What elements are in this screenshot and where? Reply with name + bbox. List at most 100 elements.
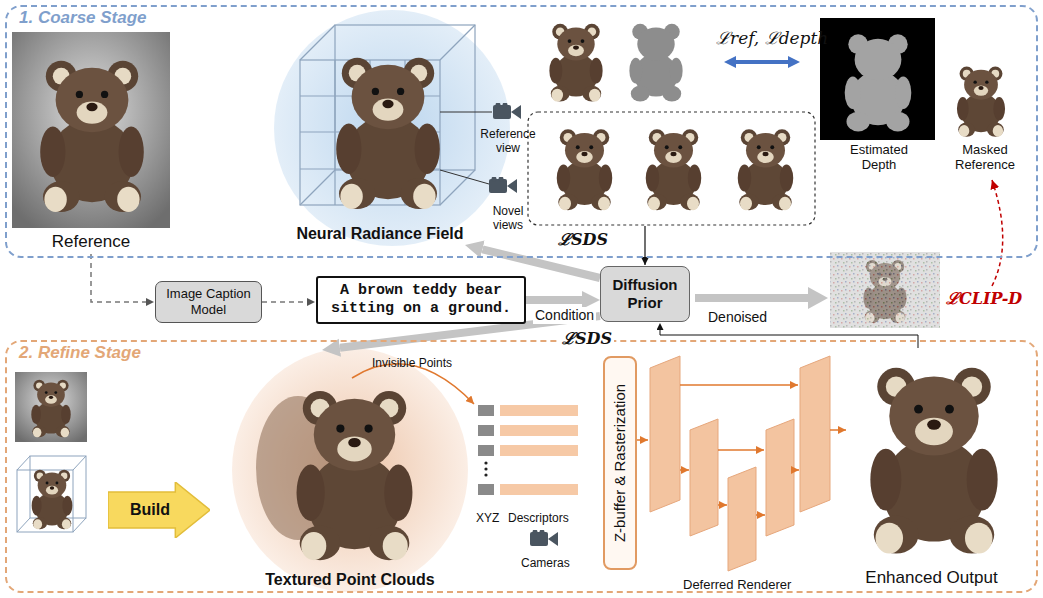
connector [262, 301, 307, 303]
column-label: Descriptors [508, 511, 569, 525]
deferred-renderer [650, 356, 830, 571]
deferred-renderer [680, 469, 689, 471]
denoised-image [830, 252, 940, 328]
view-label: Reference view [476, 127, 540, 156]
nerf-figure [440, 170, 489, 184]
novel-views [528, 112, 815, 265]
node-label: A brown teddy bear sitting on a ground. [324, 282, 518, 318]
descriptor-table [478, 405, 494, 416]
refine-inputs [17, 456, 86, 532]
nerf-figure [300, 25, 335, 60]
refine-inputs [73, 518, 86, 532]
refine-inputs [15, 372, 87, 532]
refine-inputs [17, 518, 30, 532]
nerf-figure [493, 103, 521, 120]
deferred-renderer [800, 356, 830, 512]
deferred-renderer [637, 439, 648, 441]
nerf-node: Neural Radiance Field [280, 15, 480, 245]
node-label: Estimated Depth [839, 142, 919, 173]
rendered-views [629, 24, 682, 102]
node-label: Neural Radiance Field [296, 224, 463, 243]
deferred-renderer [756, 514, 765, 516]
connector [483, 249, 601, 278]
deferred-renderer [680, 385, 846, 515]
denoised-image [808, 287, 828, 309]
descriptor-table [500, 484, 578, 495]
rendered-views [730, 60, 794, 64]
connector [660, 330, 918, 348]
depth-image [820, 18, 935, 140]
deferred-renderer [718, 504, 727, 506]
output-node: Enhanced Output [838, 348, 1025, 590]
novel-views [644, 226, 645, 265]
descriptor-table [500, 405, 578, 416]
refine-inputs [32, 470, 73, 529]
descriptor-table [500, 425, 578, 436]
depth-image [845, 34, 912, 131]
build-arrow: Build [108, 482, 210, 538]
novel-views [557, 129, 613, 210]
descriptor-table [500, 445, 578, 456]
node-label: Reference [52, 232, 130, 252]
denoised-image [695, 294, 810, 302]
deferred-renderer [650, 356, 680, 512]
connector [91, 254, 146, 302]
loss-label: ℒCLIP-D [946, 289, 1022, 308]
node-label: Build [130, 500, 170, 519]
reference-image [12, 32, 170, 228]
node-label: Z-buffer & Rasterization [611, 384, 629, 542]
annotation: Cameras [521, 556, 570, 570]
refine-inputs [15, 372, 87, 442]
edge-label: ℒSDS [556, 230, 610, 249]
depth-image [820, 18, 935, 140]
connector [526, 296, 582, 304]
deferred-renderer [718, 449, 764, 451]
node-label: Enhanced Output [865, 568, 997, 588]
component-label: Deferred Renderer [683, 577, 791, 593]
edge-label: Condition [533, 307, 596, 324]
reference-image [40, 61, 144, 212]
point-cloud-node: Textured Point Clouds [232, 350, 468, 591]
point-cloud-figure [232, 348, 474, 592]
annotation: Invisible Points [372, 356, 452, 370]
deferred-renderer [690, 419, 718, 536]
process-box: Image Caption Model [155, 281, 262, 323]
nerf-figure [440, 25, 475, 60]
point-cloud-figure [232, 348, 468, 592]
descriptor-table [484, 473, 487, 476]
deferred-renderer [680, 384, 798, 386]
stage-title: 2. Refine Stage [7, 342, 153, 364]
descriptor-table [478, 445, 494, 456]
refine-inputs [17, 456, 30, 470]
refine-inputs [73, 456, 86, 470]
depth-node: Estimated Depth [818, 15, 940, 175]
nerf-figure [336, 58, 440, 209]
descriptor-table [478, 425, 494, 436]
enhanced-output-image [870, 368, 997, 554]
refine-inputs [17, 470, 73, 532]
stage-band: 2. Refine StageBuild Textured Point Cloud… [5, 340, 1038, 593]
denoised-image [992, 180, 1003, 286]
nerf-figure [274, 10, 510, 246]
descriptor-table [530, 530, 558, 547]
point-cloud-figure [297, 391, 413, 560]
view-label: Novel views [486, 204, 530, 233]
enhanced-output-image [870, 368, 997, 554]
build-arrow-shape [108, 482, 210, 538]
novel-views [646, 129, 702, 210]
refine-inputs [31, 380, 70, 438]
reference-image [12, 32, 170, 228]
masked-reference-image [957, 67, 1005, 137]
novel-views [528, 112, 815, 225]
descriptor-table [478, 484, 494, 495]
caption-box: A brown teddy bear sitting on a ground. [316, 276, 526, 324]
node-label: Masked Reference [945, 142, 1025, 173]
process-box: Diffusion Prior [600, 266, 690, 322]
flow-label: Denoised [708, 309, 767, 326]
descriptor-table [484, 461, 487, 464]
deferred-renderer [766, 419, 794, 536]
nerf-figure [489, 177, 517, 194]
masked-reference-node: Masked Reference [940, 55, 1030, 175]
deferred-renderer [794, 469, 799, 471]
rasterization-box: Z-buffer & Rasterization [603, 356, 637, 570]
